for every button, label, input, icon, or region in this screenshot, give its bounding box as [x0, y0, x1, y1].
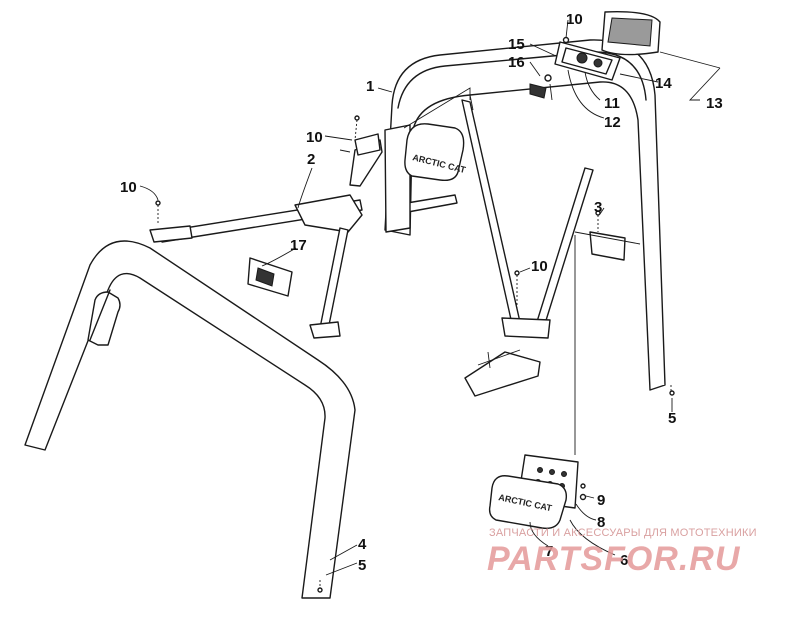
callout-1: 1 — [366, 78, 374, 95]
callout-4: 4 — [358, 536, 367, 553]
lower-pad-assembly: ARCTIC CAT — [488, 454, 587, 530]
callout-10c: 10 — [531, 258, 548, 275]
leader-lines — [139, 19, 721, 576]
callout-5a: 5 — [668, 410, 676, 427]
callout-16: 16 — [508, 54, 525, 71]
callout-10b: 10 — [120, 179, 137, 196]
callout-9: 9 — [597, 492, 605, 509]
callout-10a: 10 — [306, 129, 323, 146]
callout-17: 17 — [290, 237, 307, 254]
cross-brace — [149, 124, 458, 339]
callout-6: 6 — [620, 552, 628, 569]
upper-pad: ARCTIC CAT — [404, 123, 467, 182]
callout-8: 8 — [597, 514, 605, 531]
front-roll-bar — [24, 240, 356, 599]
rear-roll-bar — [384, 39, 666, 397]
plate-17 — [247, 257, 293, 297]
watermark-logo: PARTSFOR.RU — [487, 540, 741, 578]
callout-12: 12 — [604, 114, 621, 131]
callout-5b: 5 — [358, 557, 366, 574]
fasteners — [155, 115, 675, 593]
tail-light-assembly — [529, 11, 661, 99]
callout-3: 3 — [594, 199, 602, 216]
callouts: 1 2 3 4 5 5 6 7 8 9 10 10 10 10 11 12 13… — [120, 11, 723, 574]
callout-10d: 10 — [566, 11, 583, 28]
callout-15: 15 — [508, 36, 525, 53]
callout-7: 7 — [545, 543, 553, 560]
callout-2: 2 — [307, 151, 315, 168]
callout-13: 13 — [706, 95, 723, 112]
callout-11: 11 — [604, 95, 620, 112]
watermark-text: ЗАПЧАСТИ И АКСЕССУАРЫ ДЛЯ МОТОТЕХНИКИ — [489, 527, 757, 539]
callout-14: 14 — [655, 75, 672, 92]
